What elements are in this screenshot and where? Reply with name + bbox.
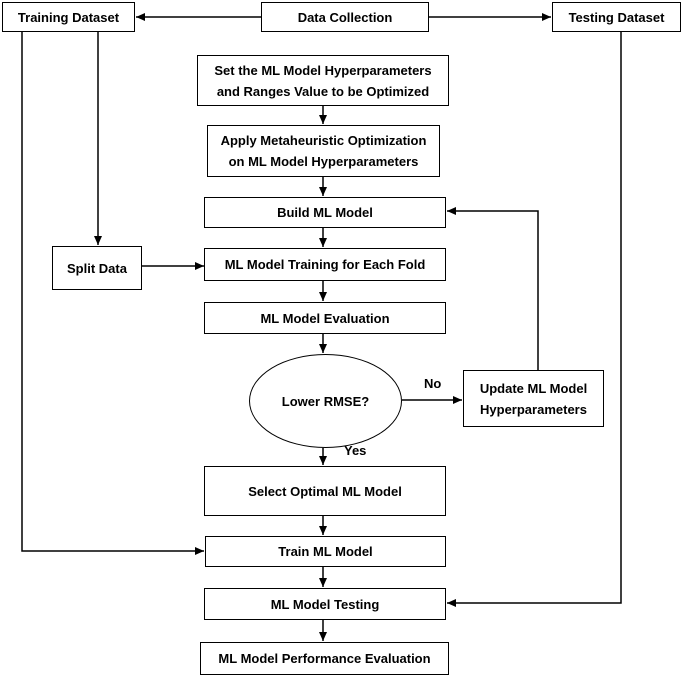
- no-label: No: [424, 376, 442, 391]
- lower-rmse-decision: Lower RMSE?: [249, 354, 402, 448]
- training-each-fold-node: ML Model Training for Each Fold: [204, 248, 446, 281]
- split-data-node: Split Data: [52, 246, 142, 290]
- apply-metaheuristic-node: Apply Metaheuristic Optimization on ML M…: [207, 125, 440, 177]
- train-model-node: Train ML Model: [205, 536, 446, 567]
- arrow-training-to-train-model: [21, 32, 204, 555]
- performance-evaluation-node: ML Model Performance Evaluation: [200, 642, 449, 675]
- model-evaluation-node: ML Model Evaluation: [204, 302, 446, 334]
- select-optimal-node: Select Optimal ML Model: [204, 466, 446, 516]
- training-dataset-node: Training Dataset: [2, 2, 135, 32]
- arrow-testing-to-model-testing: [447, 32, 622, 607]
- set-hyperparameters-node: Set the ML Model Hyperparameters and Ran…: [197, 55, 449, 106]
- build-model-node: Build ML Model: [204, 197, 446, 228]
- data-collection-node: Data Collection: [261, 2, 429, 32]
- testing-dataset-node: Testing Dataset: [552, 2, 681, 32]
- yes-label: Yes: [344, 443, 367, 458]
- arrow-update-to-build: [447, 207, 539, 370]
- update-hyperparameters-node: Update ML Model Hyperparameters: [463, 370, 604, 427]
- model-testing-node: ML Model Testing: [204, 588, 446, 620]
